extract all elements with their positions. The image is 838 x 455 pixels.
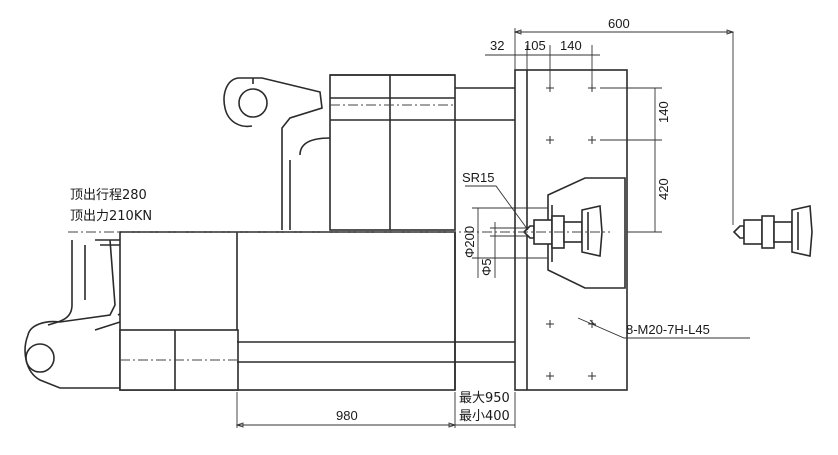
dimension-lines <box>235 28 750 428</box>
ejector-force-label: 顶出力210KN <box>70 209 152 224</box>
ejector-stroke-label: 顶出行程280 <box>70 188 147 203</box>
dim-600: 600 <box>608 16 630 31</box>
hole-mark <box>588 136 596 144</box>
dim-phi200: Φ200 <box>462 226 477 258</box>
dim-980: 980 <box>336 408 358 423</box>
hole-mark <box>546 320 554 328</box>
dim-32: 32 <box>490 38 504 53</box>
dim-min-opening: 最小400 <box>459 409 510 424</box>
hole-mark <box>546 136 554 144</box>
ejector-labels: 顶出行程280 顶出力210KN <box>70 188 152 224</box>
dim-140-vertical: 140 <box>656 101 671 123</box>
dim-max-opening: 最大950 <box>459 391 510 406</box>
dim-420: 420 <box>656 178 671 200</box>
hole-mark <box>546 372 554 380</box>
dim-sr15: SR15 <box>462 170 495 185</box>
center-lines <box>68 104 610 361</box>
crosshead-block <box>329 74 515 231</box>
moving-platen <box>119 231 515 391</box>
dim-140-top: 140 <box>560 38 582 53</box>
nozzle-assembly-detached <box>732 205 813 257</box>
dim-thread-callout: 8-M20-7H-L45 <box>626 322 710 337</box>
dim-105: 105 <box>524 38 546 53</box>
dim-phi5: Φ5 <box>479 258 494 276</box>
hole-mark <box>588 372 596 380</box>
dimension-labels: 600 32 105 140 140 420 SR15 Φ200 Φ5 8-M2… <box>336 16 710 424</box>
